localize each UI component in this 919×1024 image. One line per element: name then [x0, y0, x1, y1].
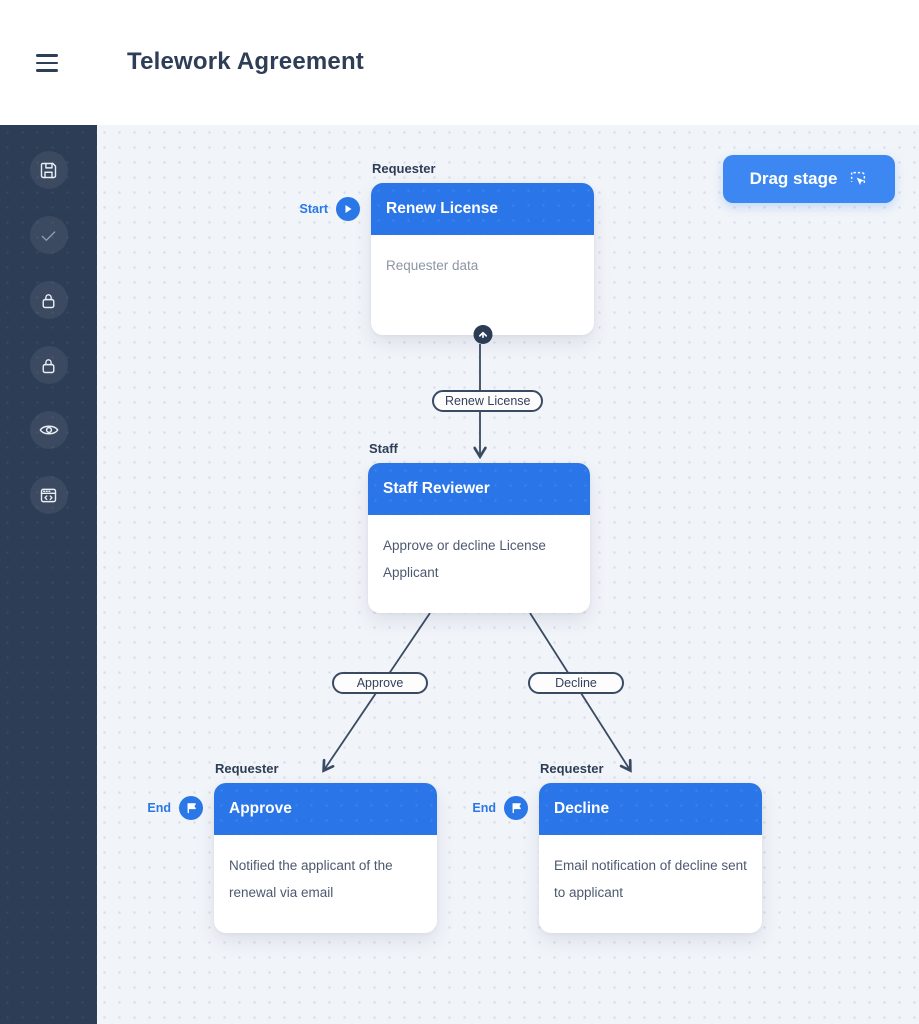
flag-icon [504, 796, 528, 820]
stage-node-renew-license[interactable]: Requester Start Renew License Requester … [300, 161, 594, 344]
page-title: Telework Agreement [127, 48, 365, 75]
end-badge: End [472, 796, 528, 820]
lock-icon[interactable] [29, 346, 68, 384]
eye-icon[interactable] [29, 411, 68, 449]
stage-description: Approve or decline License Applicant [383, 538, 546, 580]
stage-title: Approve [214, 783, 437, 835]
stage-node-decline[interactable]: Requester End Decline Email notification… [472, 761, 762, 933]
stage-role-label: Requester [215, 761, 279, 776]
lock-icon[interactable] [29, 281, 68, 319]
app-header: Telework Agreement [0, 0, 919, 125]
stage-role-label: Requester [540, 761, 604, 776]
code-window-icon[interactable] [29, 476, 68, 514]
stage-title: Renew License [371, 183, 594, 235]
edge-label-approve[interactable]: Approve [332, 672, 428, 694]
stage-description: Requester data [386, 258, 479, 273]
hamburger-icon[interactable] [36, 54, 58, 72]
stage-description: Email notification of decline sent to ap… [554, 858, 747, 900]
flag-icon [179, 796, 203, 820]
connector-port-icon[interactable] [473, 325, 492, 344]
edge-label-renew-license[interactable]: Renew License [432, 390, 544, 412]
end-badge: End [147, 796, 203, 820]
stage-node-staff-reviewer[interactable]: Staff Staff Reviewer Approve or decline … [368, 441, 590, 613]
stage-role-label: Staff [369, 441, 398, 456]
stage-title: Staff Reviewer [368, 463, 590, 515]
sidebar [0, 125, 97, 1024]
edge-label-decline[interactable]: Decline [528, 672, 624, 694]
start-badge: Start [300, 197, 360, 221]
stage-role-label: Requester [372, 161, 436, 176]
stage-description: Notified the applicant of the renewal vi… [229, 858, 393, 900]
workflow-canvas[interactable]: Drag stage Requester Start Renew License… [97, 125, 919, 1024]
stage-node-approve[interactable]: Requester End Approve Notified the appli… [147, 761, 437, 933]
save-icon[interactable] [29, 151, 68, 189]
check-icon[interactable] [29, 216, 68, 254]
drag-stage-label: Drag stage [749, 169, 838, 188]
play-icon [336, 197, 360, 221]
drag-stage-button[interactable]: Drag stage [723, 155, 895, 203]
stage-title: Decline [539, 783, 762, 835]
drag-cursor-icon [848, 169, 868, 189]
